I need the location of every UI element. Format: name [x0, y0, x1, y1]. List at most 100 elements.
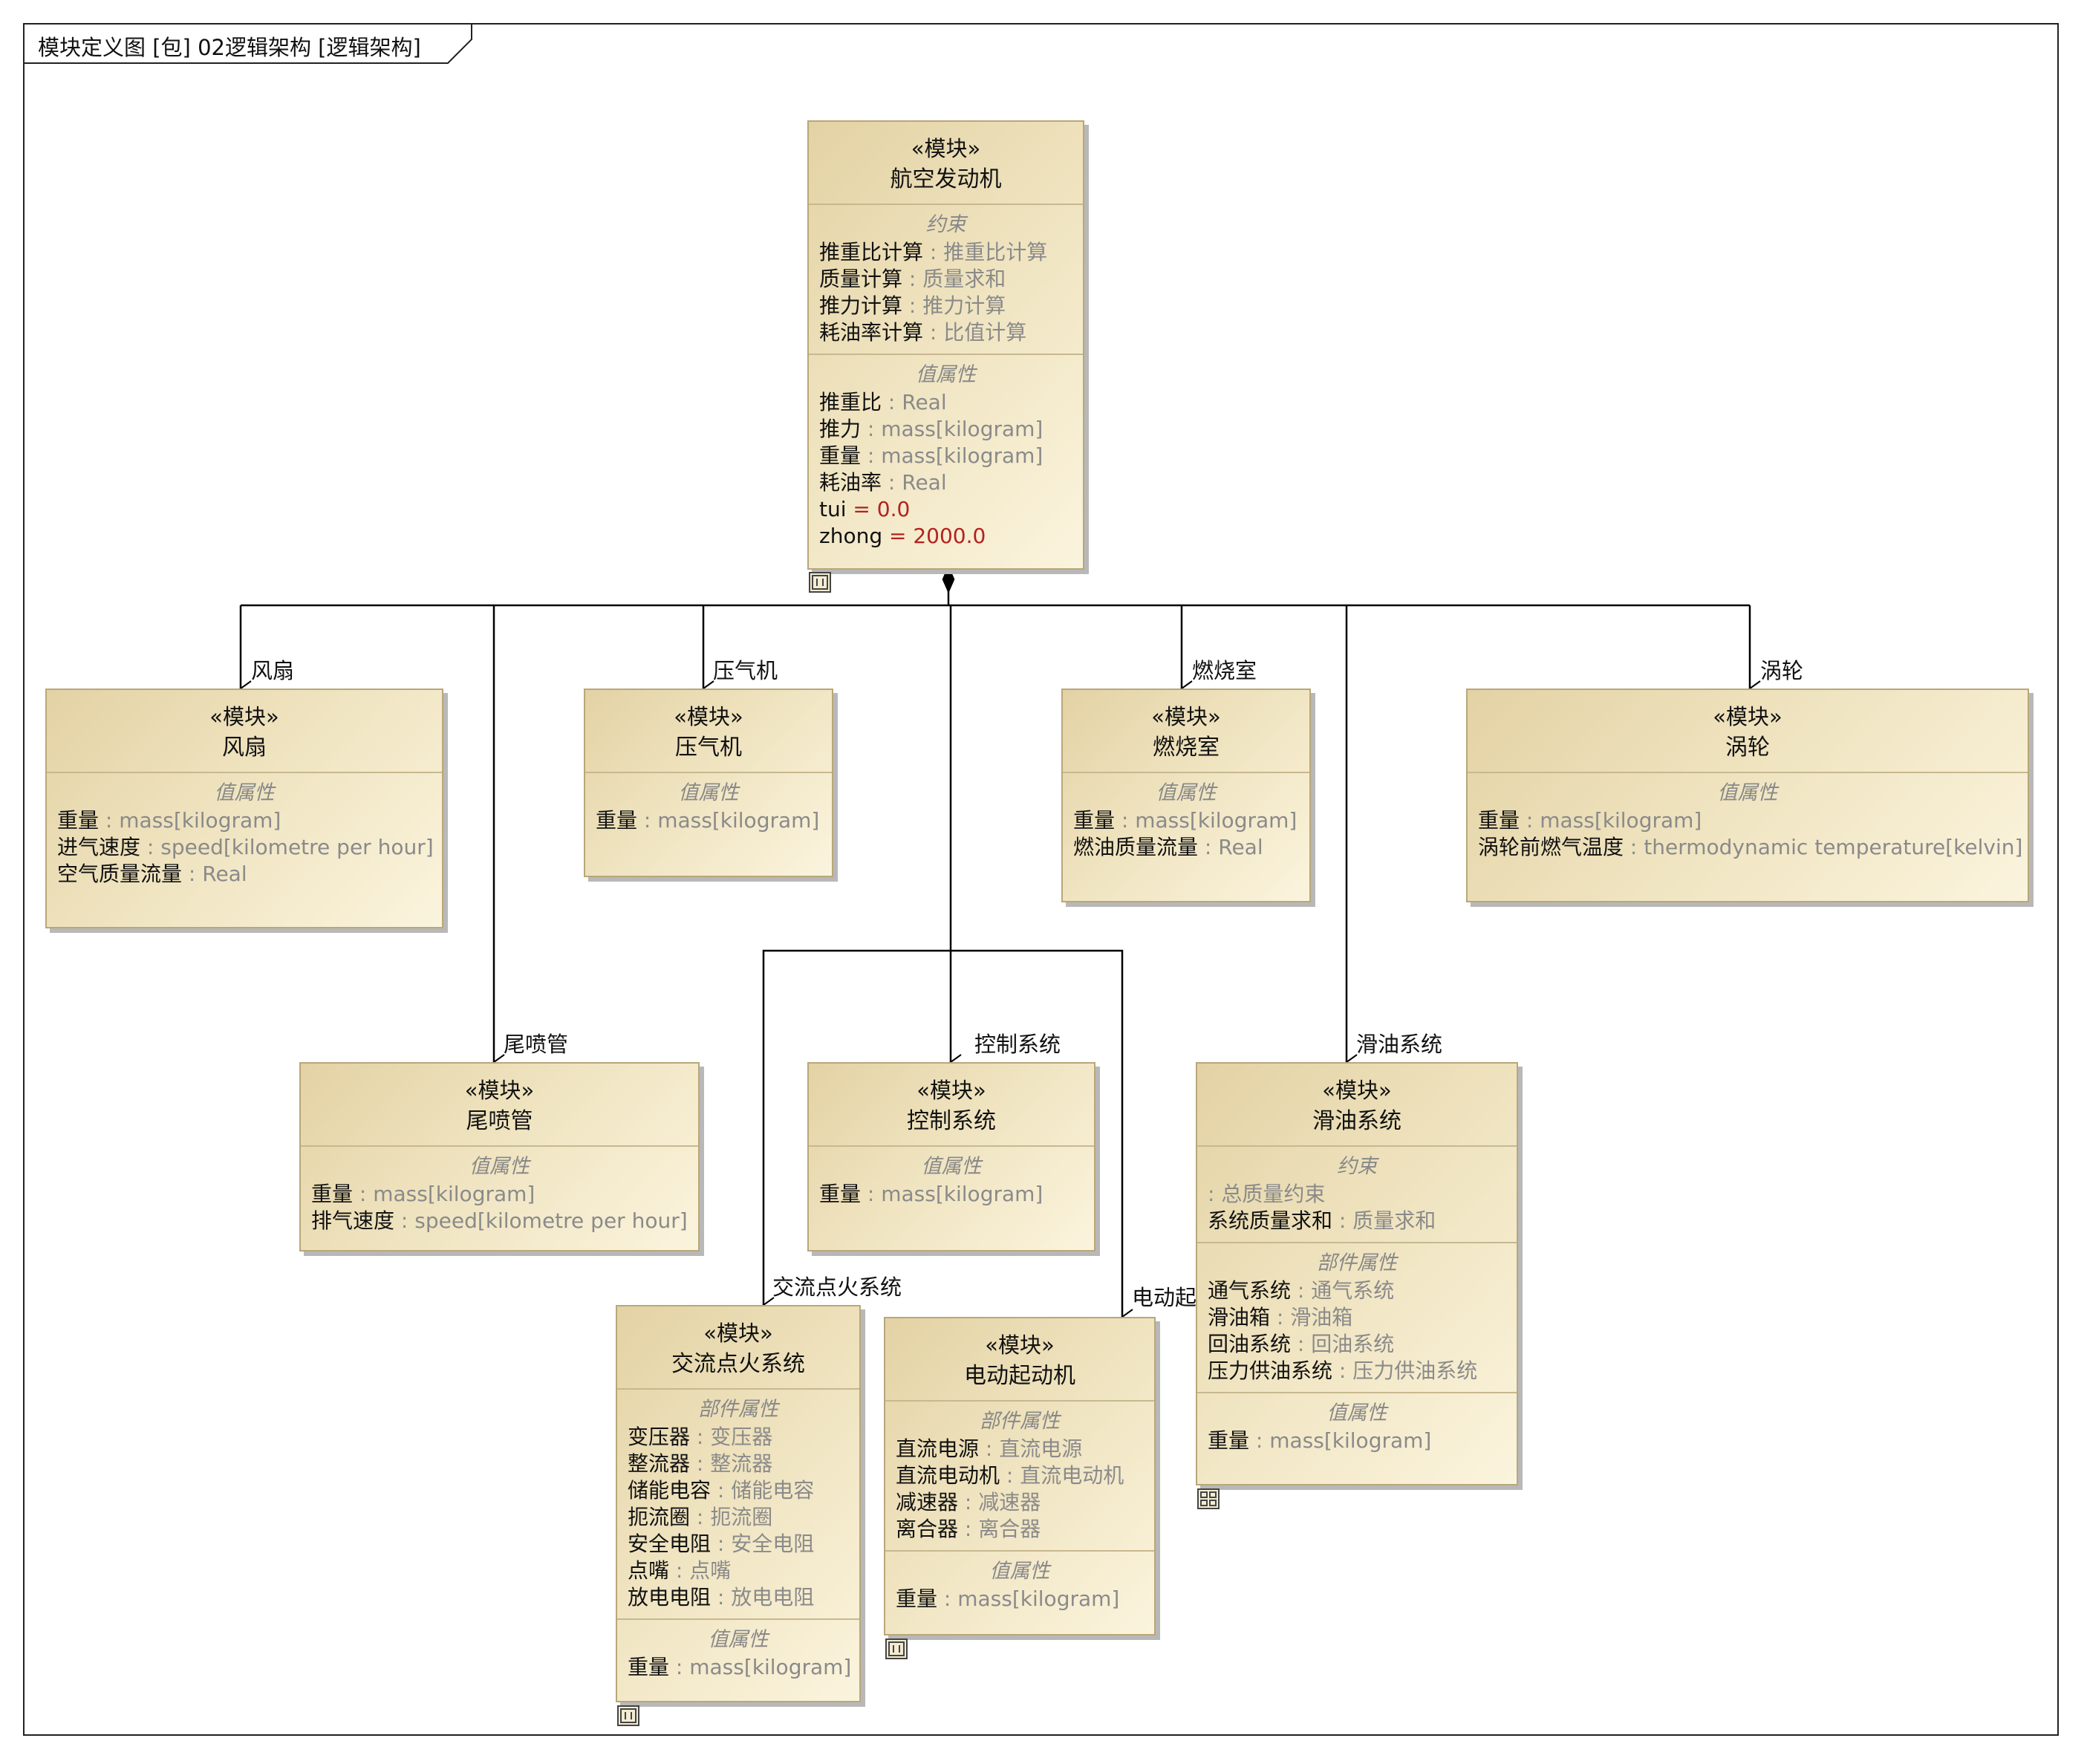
block-nozzle[interactable]: «模块» 尾喷管 值属性 重量 : mass[kilogram] 排气速度 : …: [299, 1062, 700, 1252]
frame-tab-outline: [25, 25, 472, 64]
compartment-title: 值属性: [1717, 781, 1778, 804]
value-row[interactable]: 推力 : mass[kilogram]: [819, 417, 1044, 441]
block-starter[interactable]: «模块» 电动起动机 部件属性 直流电源 : 直流电源 直流电动机 : 直流电动…: [884, 1317, 1156, 1636]
part-row[interactable]: 扼流圈 : 扼流圈: [628, 1505, 773, 1529]
role-label-lube: 滑油系统: [1356, 1032, 1443, 1057]
block-name: 控制系统: [907, 1108, 996, 1134]
role-label-ignition: 交流点火系统: [772, 1275, 902, 1300]
value-row[interactable]: 涡轮前燃气温度 : thermodynamic temperature[kelv…: [1478, 835, 2023, 859]
part-row[interactable]: 直流电动机 : 直流电动机: [896, 1463, 1124, 1488]
part-row[interactable]: 通气系统 : 通气系统: [1208, 1278, 1395, 1303]
constraint-row[interactable]: : 总质量约束: [1208, 1182, 1326, 1206]
block-engine[interactable]: «模块» 航空发动机 约束 推重比计算 : 推重比计算 质量计算 : 质量求和 …: [807, 120, 1084, 570]
block-ignition[interactable]: «模块» 交流点火系统 部件属性 变压器 : 变压器 整流器 : 整流器 储能电…: [616, 1305, 861, 1702]
value-row[interactable]: 推重比 : Real: [819, 390, 947, 414]
block-turbine[interactable]: «模块» 涡轮 值属性 重量 : mass[kilogram] 涡轮前燃气温度 …: [1466, 689, 2029, 902]
value-row[interactable]: 重量 : mass[kilogram]: [819, 1182, 1044, 1206]
block-stereotype: «模块»: [1322, 1078, 1392, 1103]
part-row[interactable]: 离合器 : 离合器: [896, 1517, 1041, 1541]
parts-compartment: 部件属性 直流电源 : 直流电源 直流电动机 : 直流电动机 减速器 : 减速器…: [885, 1400, 1154, 1550]
part-row[interactable]: 放电电阻 : 放电电阻: [628, 1585, 815, 1610]
block-name: 尾喷管: [466, 1108, 533, 1134]
block-stereotype: «模块»: [703, 1321, 773, 1346]
values-compartment: 值属性 重量 : mass[kilogram]: [617, 1618, 859, 1688]
value-row[interactable]: zhong = 2000.0: [819, 524, 986, 548]
constraint-row[interactable]: 系统质量求和 : 质量求和: [1208, 1208, 1436, 1233]
role-label-combustor: 燃烧室: [1192, 658, 1257, 683]
internal-structure-icon[interactable]: [1197, 1488, 1220, 1509]
constraints-compartment: 约束 : 总质量约束 系统质量求和 : 质量求和: [1197, 1145, 1517, 1242]
value-row[interactable]: 排气速度 : speed[kilometre per hour]: [311, 1208, 688, 1233]
part-row[interactable]: 安全电阻 : 安全电阻: [628, 1532, 815, 1556]
value-row[interactable]: 重量 : mass[kilogram]: [896, 1586, 1120, 1611]
block-stereotype: «模块»: [911, 136, 981, 161]
values-compartment: 值属性 重量 : mass[kilogram]: [1197, 1392, 1517, 1462]
constraint-row[interactable]: 耗油率计算 : 比值计算: [819, 320, 1027, 345]
parts-compartment: 部件属性 变压器 : 变压器 整流器 : 整流器 储能电容 : 储能电容 扼流圈…: [617, 1388, 859, 1618]
block-fan[interactable]: «模块» 风扇 值属性 重量 : mass[kilogram] 进气速度 : s…: [45, 689, 443, 928]
part-row[interactable]: 点嘴 : 点嘴: [628, 1558, 732, 1583]
value-row[interactable]: 空气质量流量 : Real: [57, 862, 247, 886]
part-row[interactable]: 整流器 : 整流器: [628, 1451, 773, 1476]
value-type-icon[interactable]: [809, 572, 831, 593]
part-row[interactable]: 滑油箱 : 滑油箱: [1208, 1305, 1353, 1329]
value-row[interactable]: 重量 : mass[kilogram]: [57, 808, 281, 833]
value-row[interactable]: 重量 : mass[kilogram]: [628, 1655, 852, 1679]
block-lube[interactable]: «模块» 滑油系统 约束 : 总质量约束 系统质量求和 : 质量求和 部件属性 …: [1196, 1062, 1518, 1485]
part-row[interactable]: 直流电源 : 直流电源: [896, 1436, 1083, 1461]
composition-diamond: [942, 564, 955, 594]
role-label-control: 控制系统: [974, 1032, 1061, 1057]
value-type-icon[interactable]: [885, 1638, 908, 1659]
block-stereotype: «模块»: [209, 704, 279, 729]
value-row[interactable]: tui = 0.0: [819, 497, 911, 521]
value-row[interactable]: 重量 : mass[kilogram]: [1073, 808, 1298, 833]
values-compartment: 值属性 重量 : mass[kilogram] 排气速度 : speed[kil…: [301, 1145, 698, 1242]
block-combustor[interactable]: «模块» 燃烧室 值属性 重量 : mass[kilogram] 燃油质量流量 …: [1061, 689, 1311, 902]
role-label-turbine: 涡轮: [1760, 658, 1804, 683]
block-name: 涡轮: [1725, 735, 1770, 761]
link-starter[interactable]: [951, 949, 1133, 1325]
part-row[interactable]: 储能电容 : 储能电容: [628, 1478, 815, 1503]
block-control[interactable]: «模块» 控制系统 值属性 重量 : mass[kilogram]: [807, 1062, 1095, 1252]
block-name: 压气机: [675, 735, 742, 761]
values-compartment: 值属性 推重比 : Real 推力 : mass[kilogram] 重量 : …: [809, 354, 1083, 557]
value-row[interactable]: 燃油质量流量 : Real: [1073, 835, 1263, 859]
value-row[interactable]: 进气速度 : speed[kilometre per hour]: [57, 835, 434, 859]
value-row[interactable]: 耗油率 : Real: [819, 470, 947, 495]
role-label-fan: 风扇: [251, 658, 295, 683]
part-row[interactable]: 减速器 : 减速器: [896, 1490, 1041, 1514]
block-stereotype: «模块»: [916, 1078, 986, 1103]
compartment-title: 约束: [925, 213, 966, 236]
values-compartment: 值属性 重量 : mass[kilogram]: [585, 772, 832, 842]
constraint-row[interactable]: 推重比计算 : 推重比计算: [819, 240, 1048, 264]
constraint-row[interactable]: 质量计算 : 质量求和: [819, 267, 1006, 291]
role-label-compressor: 压气机: [713, 658, 778, 683]
link-ignition[interactable]: [762, 949, 951, 1313]
part-row[interactable]: 变压器 : 变压器: [628, 1425, 773, 1449]
value-type-icon[interactable]: [617, 1705, 639, 1726]
value-row[interactable]: 重量 : mass[kilogram]: [819, 443, 1044, 468]
values-compartment: 值属性 重量 : mass[kilogram] 进气速度 : speed[kil…: [47, 772, 442, 895]
block-name: 风扇: [222, 735, 267, 761]
block-name: 燃烧室: [1153, 735, 1220, 761]
compartment-title: 值属性: [921, 1155, 982, 1178]
block-name: 交流点火系统: [671, 1351, 805, 1377]
block-compressor[interactable]: «模块» 压气机 值属性 重量 : mass[kilogram]: [584, 689, 833, 877]
compartment-title: 值属性: [916, 363, 976, 386]
part-row[interactable]: 压力供油系统 : 压力供油系统: [1208, 1358, 1478, 1383]
constraint-row[interactable]: 推力计算 : 推力计算: [819, 293, 1006, 318]
value-row[interactable]: 重量 : mass[kilogram]: [1208, 1428, 1432, 1453]
parts-compartment: 部件属性 通气系统 : 通气系统 滑油箱 : 滑油箱 回油系统 : 回油系统 压…: [1197, 1242, 1517, 1392]
block-stereotype: «模块»: [464, 1078, 535, 1103]
constraints-compartment: 约束 推重比计算 : 推重比计算 质量计算 : 质量求和 推力计算 : 推力计算…: [809, 204, 1083, 354]
value-row[interactable]: 重量 : mass[kilogram]: [596, 808, 820, 833]
compartment-title: 约束: [1337, 1155, 1377, 1178]
block-stereotype: «模块»: [985, 1332, 1055, 1358]
compartment-title: 值属性: [469, 1155, 530, 1178]
value-row[interactable]: 重量 : mass[kilogram]: [311, 1182, 535, 1206]
part-row[interactable]: 回油系统 : 回油系统: [1208, 1332, 1395, 1356]
compartment-title: 值属性: [989, 1560, 1050, 1583]
value-row[interactable]: 重量 : mass[kilogram]: [1478, 808, 1702, 833]
compartment-title: 值属性: [1156, 781, 1217, 804]
